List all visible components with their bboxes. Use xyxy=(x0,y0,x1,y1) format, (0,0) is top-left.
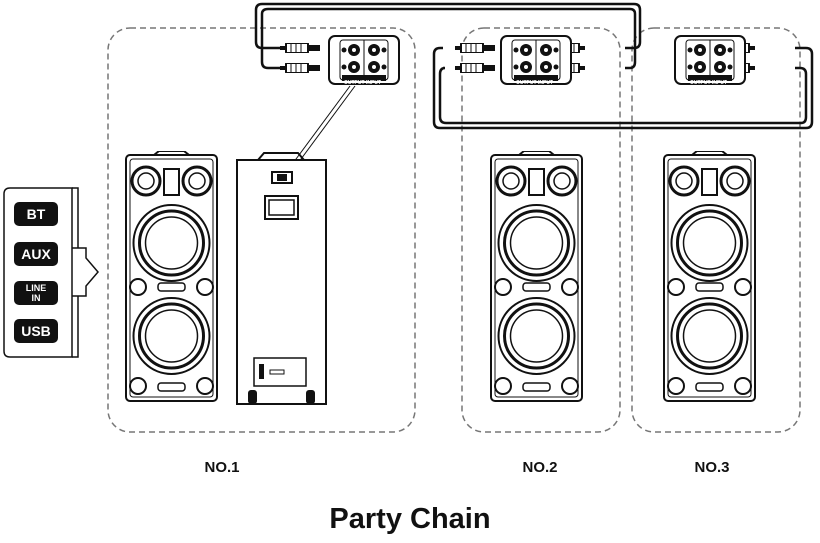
diagram-title: Party Chain xyxy=(329,503,491,535)
source-aux: AUX xyxy=(14,242,58,266)
speaker-front-no3 xyxy=(662,151,757,403)
panel-output-label: OUTPUT xyxy=(690,80,711,86)
cable-no2-to-no3 xyxy=(432,46,814,130)
panel-input-label: INPUT xyxy=(712,80,727,86)
io-panel-no1 xyxy=(328,35,400,85)
cable-no1-to-no2 xyxy=(254,2,642,70)
panel-input-label: INPUT xyxy=(538,80,553,86)
source-box-arrow xyxy=(3,187,99,358)
rca-plug xyxy=(455,43,495,53)
source-bt: BT xyxy=(14,202,58,226)
speaker-label-no2: NO.2 xyxy=(522,459,558,476)
speaker-label-no1: NO.1 xyxy=(204,459,240,476)
rca-plug xyxy=(455,63,495,73)
panel-output-label: OUTPUT xyxy=(344,80,365,86)
speaker-label-no3: NO.3 xyxy=(694,459,730,476)
source-line-in-line2: IN xyxy=(31,293,41,303)
speaker-back-no1 xyxy=(236,152,327,405)
panel-input-label: INPUT xyxy=(366,80,381,86)
io-panel-no2 xyxy=(500,35,572,85)
rca-plug xyxy=(280,43,320,53)
speaker-front-no1 xyxy=(124,151,219,403)
source-line-in-line1: LINE xyxy=(25,283,47,293)
source-usb: USB xyxy=(14,319,58,343)
speaker-front-no2 xyxy=(489,151,584,403)
io-panel-no3 xyxy=(674,35,746,85)
group-box-no3 xyxy=(631,27,801,433)
panel-output-label: OUTPUT xyxy=(516,80,537,86)
group-box-no2 xyxy=(461,27,621,433)
panel-labels: OUTPUT INPUT OUTPUT INPUT OUTPUT INPUT xyxy=(344,80,727,86)
rca-plug xyxy=(280,63,320,73)
